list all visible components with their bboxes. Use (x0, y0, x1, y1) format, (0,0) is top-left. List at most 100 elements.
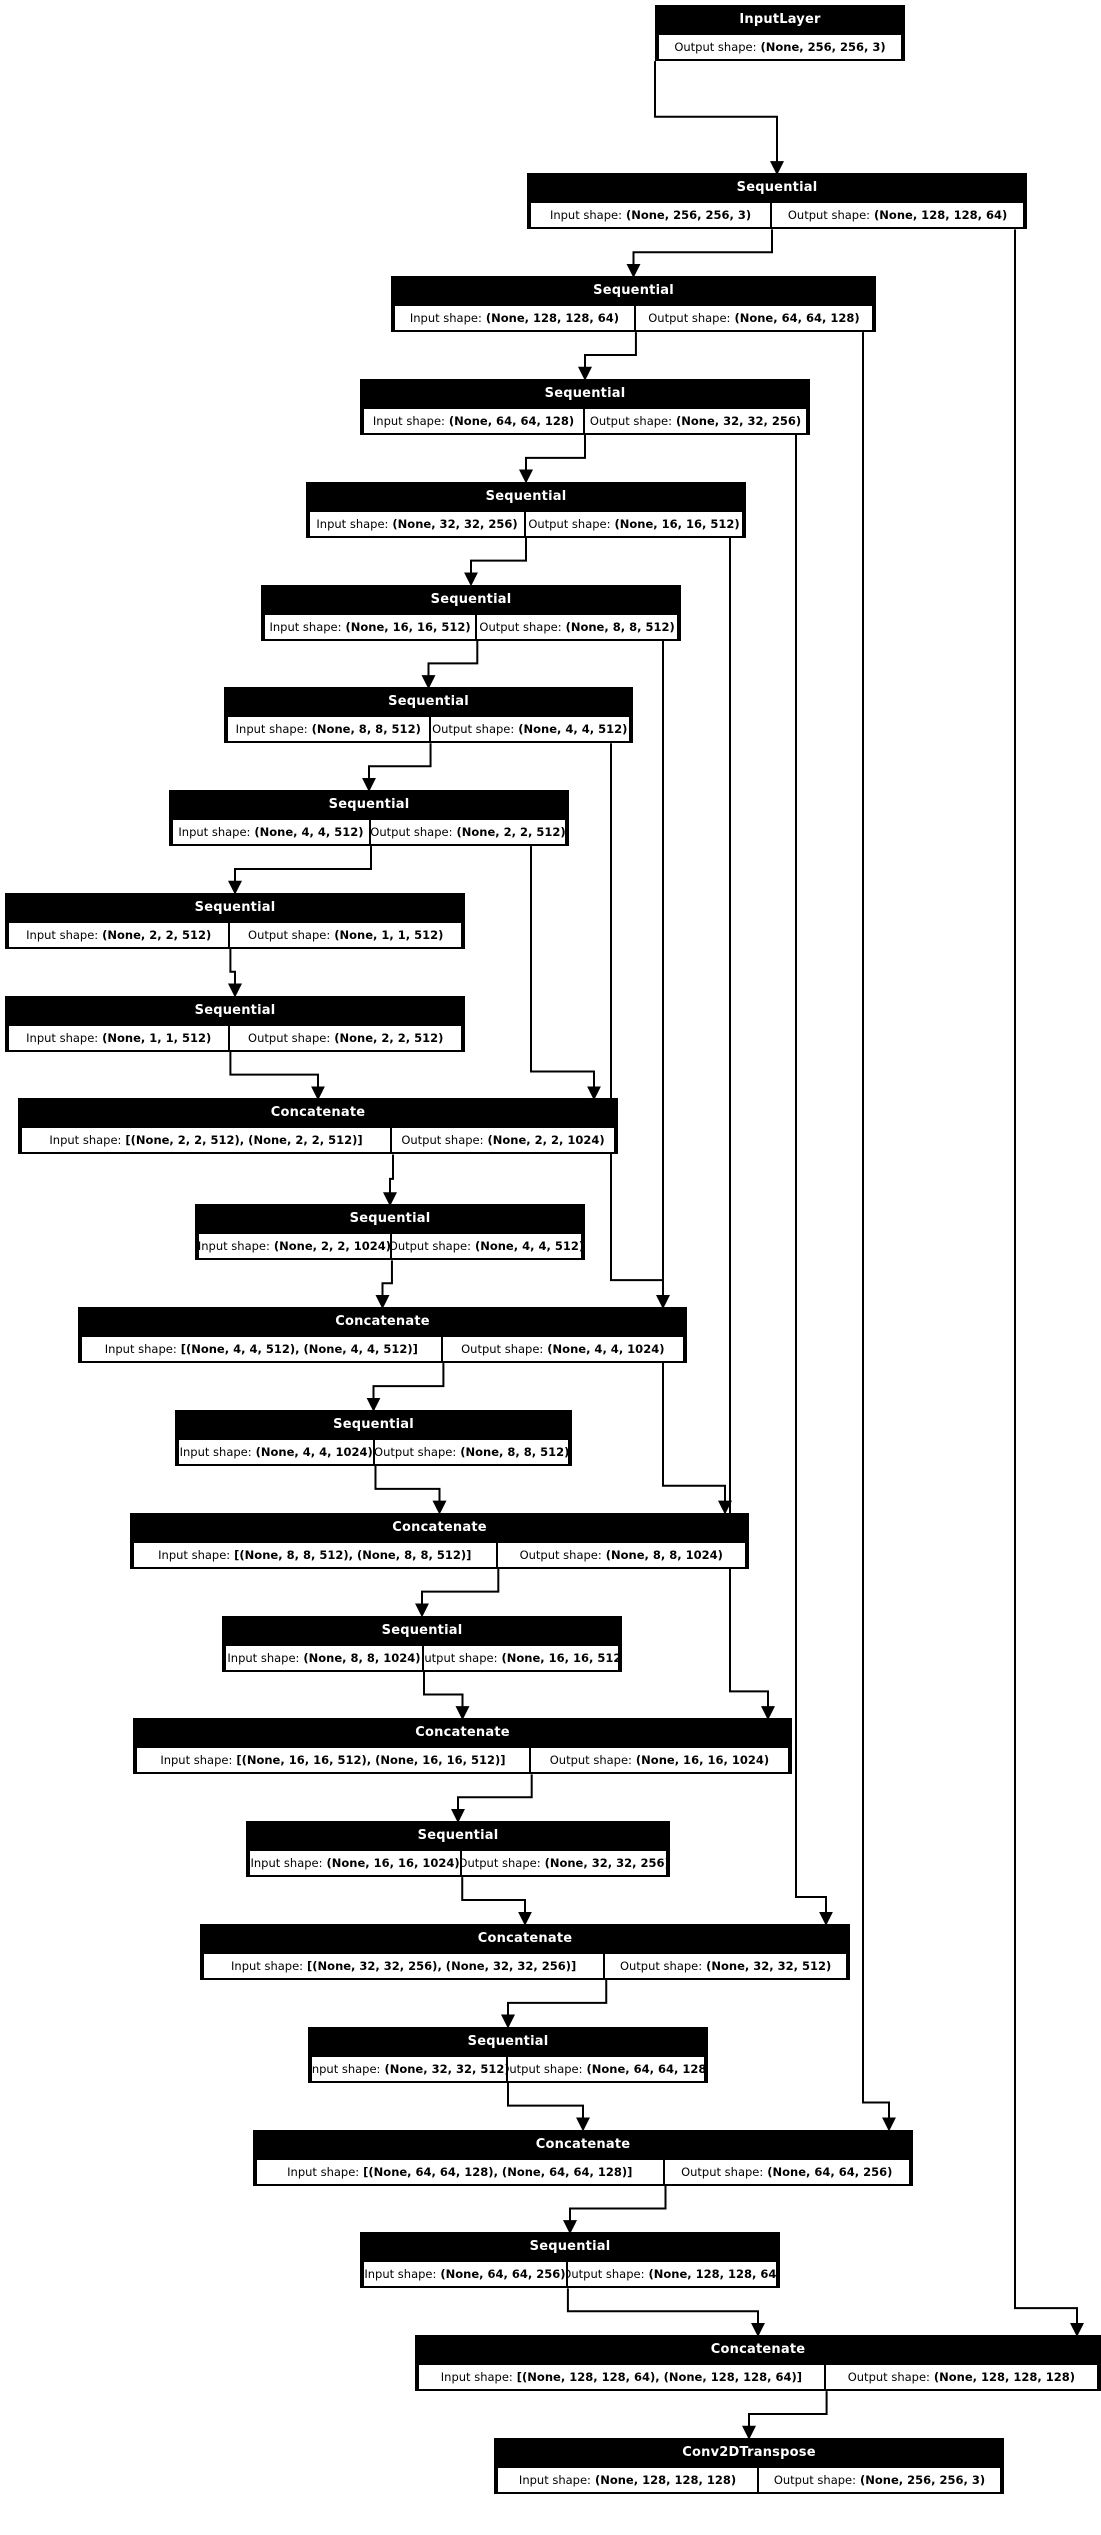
node-title: Concatenate (135, 1720, 790, 1747)
node-output-shape: Output shape:(None, 128, 128, 128) (825, 2365, 1097, 2390)
node-shape-row: Input shape:(None, 1, 1, 512)Output shap… (7, 1023, 463, 1052)
node-input-shape: Input shape:(None, 4, 4, 512) (173, 820, 371, 845)
edge-skip (1014, 229, 1084, 2337)
edge-main (362, 743, 432, 792)
node-output-shape: Output shape:(None, 4, 4, 1024) (442, 1337, 683, 1362)
node-output-shape: Output shape:(None, 16, 16, 1024) (530, 1748, 788, 1773)
node-title: Sequential (529, 175, 1025, 202)
node-shape-row: Input shape:[(None, 2, 2, 512), (None, 2… (20, 1126, 616, 1155)
node-input-shape: Input shape:[(None, 4, 4, 512), (None, 4… (82, 1337, 443, 1362)
node-title: InputLayer (657, 7, 903, 34)
node-title: Conv2DTranspose (496, 2439, 1002, 2466)
node-input-shape: Input shape:[(None, 2, 2, 512), (None, 2… (22, 1128, 392, 1153)
node-shape-row: Input shape:(None, 4, 4, 512)Output shap… (171, 818, 567, 847)
node-input-shape: Input shape:(None, 4, 4, 1024) (179, 1439, 376, 1464)
edge-main (421, 640, 479, 690)
edge-main (519, 434, 586, 484)
node-title: Sequential (197, 1206, 583, 1233)
node-shape-row: Input shape:(None, 32, 32, 256)Output sh… (308, 509, 744, 538)
edge-main (507, 2082, 590, 2132)
edge-main (464, 537, 527, 587)
edge-skip (862, 332, 896, 2132)
node-output-shape: Output shape:(None, 32, 32, 512) (605, 1953, 846, 1978)
edge-main (374, 1465, 447, 1515)
edge-main (451, 1774, 533, 1823)
node-input-shape: Input shape:(None, 128, 128, 64) (395, 306, 636, 331)
node-title: Sequential (224, 1617, 620, 1644)
node-shape-row: Input shape:(None, 64, 64, 128)Output sh… (362, 406, 808, 435)
node-input-shape: Input shape:(None, 2, 2, 512) (9, 922, 231, 947)
node-title: Concatenate (202, 1925, 848, 1952)
node-output-shape: Output shape:(None, 64, 64, 128) (635, 306, 872, 331)
node-input-shape: Input shape:[(None, 8, 8, 512), (None, 8… (134, 1542, 498, 1567)
node-shape-row: Input shape:(None, 8, 8, 512)Output shap… (226, 715, 631, 744)
node-shape-row: Input shape:[(None, 128, 128, 64), (None… (417, 2363, 1099, 2392)
node-input-shape: Input shape:(None, 256, 256, 3) (531, 203, 773, 228)
node-shape-row: Output shape:(None, 256, 256, 3) (657, 33, 903, 62)
node-input-shape: Input shape:(None, 128, 128, 128) (498, 2467, 760, 2492)
node-shape-row: Input shape:(None, 2, 2, 1024)Output sha… (197, 1232, 583, 1261)
node-title: Sequential (263, 586, 679, 613)
edge-main (578, 332, 637, 381)
node-input-shape: Input shape:(None, 64, 64, 128) (364, 408, 585, 433)
edge-main (461, 1877, 532, 1926)
node-output-shape: Output shape:(None, 64, 64, 128) (508, 2056, 704, 2081)
node-output-shape: Output shape:(None, 32, 32, 256) (585, 408, 806, 433)
edge-main (566, 2288, 765, 2337)
node-input-shape: Input shape:(None, 2, 2, 1024) (199, 1234, 392, 1259)
node-title: Sequential (310, 2028, 706, 2055)
node-input-shape: Input shape:(None, 16, 16, 512) (265, 614, 478, 639)
node-shape-row: Input shape:[(None, 32, 32, 256), (None,… (202, 1951, 848, 1980)
node-title: Sequential (308, 483, 744, 510)
node-input-shape: Input shape:(None, 64, 64, 256) (364, 2262, 568, 2287)
node-output-shape: Output shape:(None, 2, 2, 512) (230, 1025, 461, 1050)
node-input-shape: Input shape:(None, 8, 8, 1024) (226, 1645, 424, 1670)
node-shape-row: Input shape:(None, 8, 8, 1024)Output sha… (224, 1643, 620, 1672)
edge-main (228, 846, 372, 895)
edge-skip (662, 640, 732, 1515)
node-shape-row: Input shape:(None, 2, 2, 512)Output shap… (7, 920, 463, 949)
node-output-shape: Output shape:(None, 128, 128, 64) (772, 203, 1023, 228)
node-title: Concatenate (20, 1100, 616, 1127)
node-title: Sequential (226, 689, 631, 716)
node-input-shape: Input shape:(None, 32, 32, 256) (310, 511, 526, 536)
node-shape-row: Input shape:(None, 16, 16, 1024)Output s… (248, 1849, 668, 1878)
node-input-shape: Input shape:[(None, 16, 16, 512), (None,… (137, 1748, 531, 1773)
node-output-shape: Output shape:(None, 8, 8, 512) (375, 1439, 568, 1464)
node-input-shape: Input shape:(None, 16, 16, 1024) (250, 1851, 463, 1876)
node-title: Sequential (362, 380, 808, 407)
node-title: Concatenate (417, 2337, 1099, 2364)
edge-main (626, 229, 773, 278)
edge-main (654, 61, 784, 176)
node-output-shape: Output shape:(None, 128, 128, 64) (567, 2262, 776, 2287)
node-output-shape: Output shape:(None, 16, 16, 512) (526, 511, 742, 536)
node-shape-row: Input shape:(None, 16, 16, 512)Output sh… (263, 612, 679, 641)
edge-main (501, 1979, 608, 2029)
edge-main (563, 2185, 667, 2235)
